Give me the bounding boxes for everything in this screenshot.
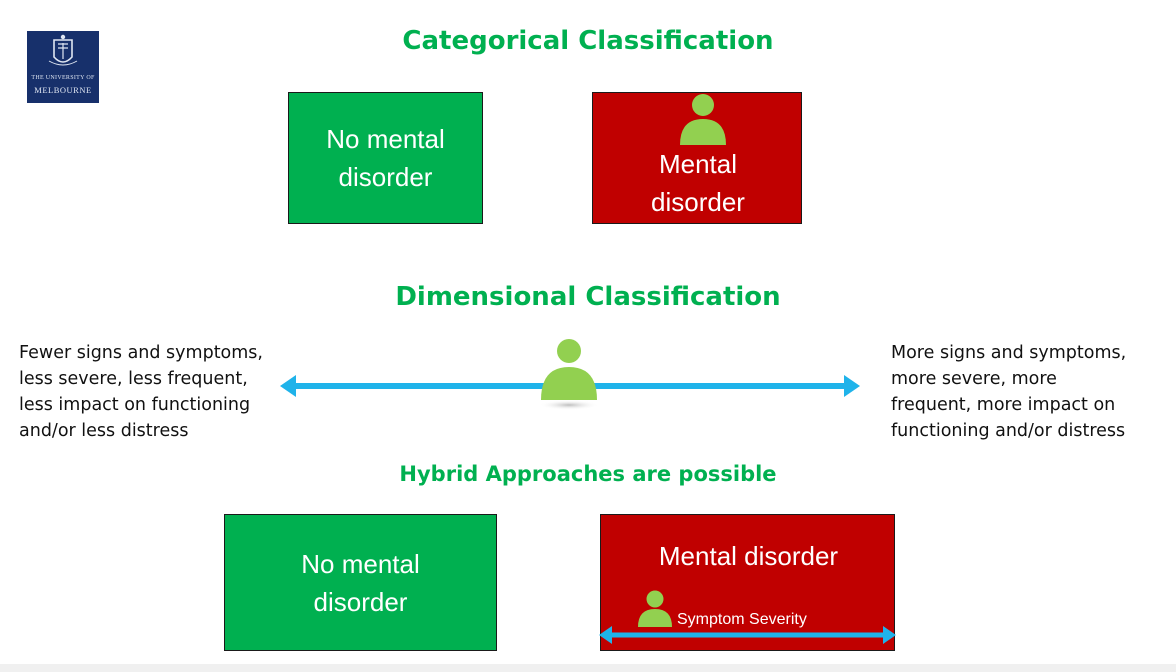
hybrid-no-disorder-label: No mental disorder xyxy=(301,548,420,617)
categorical-no-disorder-box: No mental disorder xyxy=(288,92,483,224)
categorical-disorder-box: Mental disorder xyxy=(592,92,802,224)
person-icon xyxy=(638,590,672,627)
double-arrow-icon xyxy=(599,626,896,644)
university-crest-icon xyxy=(48,34,78,66)
person-icon xyxy=(539,339,599,410)
hybrid-title: Hybrid Approaches are possible xyxy=(399,462,777,486)
logo-line-2: MELBOURNE xyxy=(34,85,92,95)
bottom-strip xyxy=(0,664,1176,672)
dimensional-title: Dimensional Classification xyxy=(395,282,781,312)
university-logo: THE UNIVERSITY OF MELBOURNE xyxy=(27,31,99,103)
dimensional-right-text: More signs and symptoms, more severe, mo… xyxy=(891,343,1127,441)
hybrid-disorder-box: Mental disorder Symptom Severity xyxy=(600,514,895,651)
symptom-severity-label: Symptom Severity xyxy=(677,611,807,628)
categorical-disorder-label: Mental disorder xyxy=(651,149,745,217)
dimensional-left-text: Fewer signs and symptoms, less severe, l… xyxy=(19,343,263,441)
hybrid-disorder-label: Mental disorder xyxy=(658,541,839,571)
person-icon xyxy=(680,94,726,145)
categorical-title: Categorical Classification xyxy=(402,26,774,56)
logo-line-1: THE UNIVERSITY OF xyxy=(31,75,95,81)
categorical-no-disorder-label: No mental disorder xyxy=(326,124,445,192)
hybrid-no-disorder-box: No mental disorder xyxy=(224,514,497,651)
